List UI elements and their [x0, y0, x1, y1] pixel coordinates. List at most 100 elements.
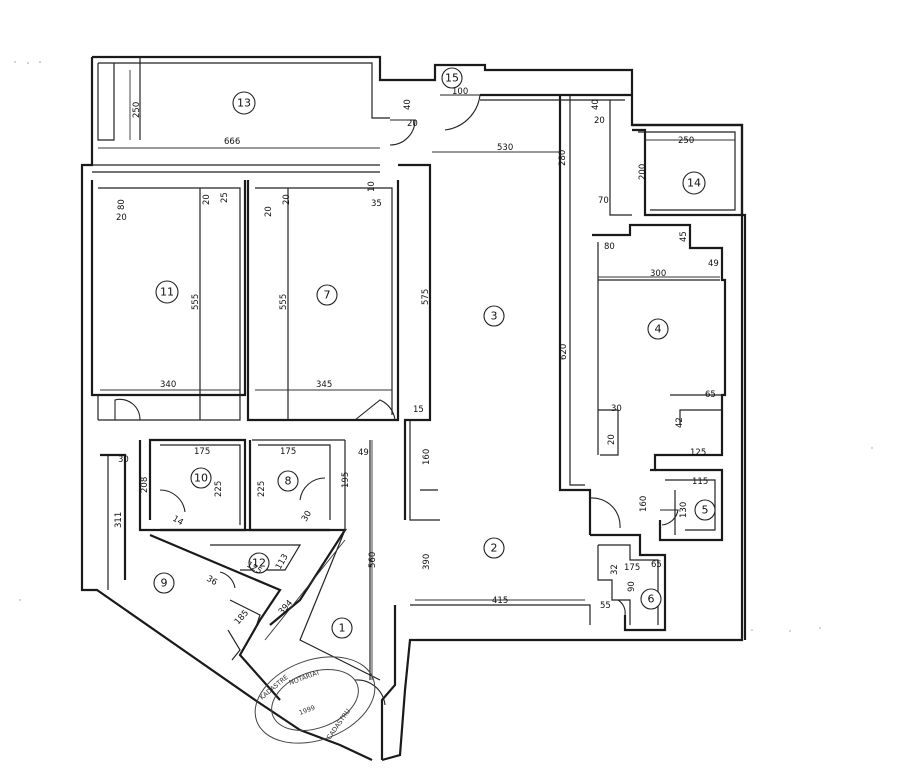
- stamp-text-2: NOTARIAT: [288, 668, 321, 687]
- dim-40-top: 40: [403, 99, 413, 110]
- dim-185: 185: [233, 608, 251, 627]
- dimension-labels: 250 666 100 40 20 530 40 20 280 70 250 2…: [114, 87, 719, 627]
- door-entry: [354, 679, 386, 706]
- svg-text:2: 2: [491, 542, 498, 555]
- dim-45: 45: [679, 231, 689, 242]
- door-6: [617, 599, 626, 616]
- dim-345: 345: [316, 380, 332, 390]
- room-11-label: 11: [155, 280, 179, 304]
- dim-32: 32: [610, 564, 620, 575]
- doors: [114, 94, 679, 706]
- dim-415: 415: [492, 596, 508, 606]
- dim-20-room7-b: 20: [282, 194, 292, 205]
- dim-311: 311: [114, 512, 124, 528]
- dim-20-room7-a: 20: [264, 206, 274, 217]
- dim-113: 113: [274, 552, 291, 571]
- room-14-label: 14: [682, 171, 706, 195]
- interior-walls: [90, 93, 727, 760]
- dim-225-room10: 225: [214, 481, 224, 497]
- dim-560: 560: [368, 552, 378, 568]
- room-1-label: 1: [331, 617, 353, 639]
- dim-30-diag: 30: [300, 509, 314, 523]
- stamp-text-4: 1999: [298, 704, 316, 717]
- svg-text:9: 9: [161, 577, 168, 590]
- dim-100: 100: [452, 87, 468, 97]
- room-12-label: 12: [248, 552, 270, 574]
- dim-14: 14: [171, 514, 185, 528]
- svg-text:13: 13: [237, 97, 251, 110]
- room-4-label: 4: [647, 318, 669, 340]
- room-2-label: 2: [483, 537, 505, 559]
- svg-text:1: 1: [339, 622, 346, 635]
- dim-250-vertical: 250: [132, 102, 142, 118]
- dim-49-corridor: 49: [358, 448, 369, 458]
- room-labels: 13 15 14 11 7 3 4 10 8 5 2 12 9 6 1: [153, 67, 716, 639]
- door-13: [389, 119, 416, 146]
- door-8: [299, 477, 326, 501]
- door-10: [159, 489, 186, 513]
- dim-20-right: 20: [594, 116, 605, 126]
- dim-30-left: 30: [118, 455, 129, 465]
- door-15: [440, 94, 481, 131]
- svg-text:12: 12: [252, 557, 266, 570]
- room-8-label: 8: [277, 470, 299, 492]
- dim-40-right: 40: [591, 99, 601, 110]
- dim-30-room4: 30: [611, 404, 622, 414]
- dim-115: 115: [692, 477, 708, 487]
- dim-160-corridor: 160: [422, 449, 432, 465]
- svg-text:5: 5: [702, 504, 709, 517]
- svg-text:10: 10: [194, 472, 208, 485]
- dim-125: 125: [690, 448, 706, 458]
- room-9-label: 9: [153, 572, 175, 594]
- dim-175-room6: 175: [624, 563, 640, 573]
- door-4: [589, 497, 621, 529]
- svg-text:3: 3: [491, 310, 498, 323]
- dim-42: 42: [675, 417, 685, 428]
- dim-530: 530: [497, 143, 513, 153]
- room-10-label: 10: [190, 467, 212, 489]
- door-5: [660, 509, 679, 526]
- dim-80-room11: 80: [117, 199, 127, 210]
- dim-20-room11: 20: [116, 213, 127, 223]
- dim-575: 575: [421, 289, 431, 305]
- door-11: [114, 398, 141, 421]
- svg-text:8: 8: [285, 475, 292, 488]
- dim-49-room4: 49: [708, 259, 719, 269]
- dim-130: 130: [679, 502, 689, 518]
- dim-208: 208: [140, 477, 150, 493]
- svg-text:11: 11: [160, 286, 174, 299]
- official-stamp: KADASTRE NOTARIAT CADASTRU 1999: [254, 656, 376, 744]
- dim-10: 10: [367, 181, 377, 192]
- svg-text:14: 14: [687, 177, 701, 190]
- svg-text:6: 6: [648, 593, 655, 606]
- room-3-label: 3: [483, 305, 505, 327]
- svg-text:15: 15: [445, 72, 459, 85]
- room-13-label: 13: [232, 91, 256, 115]
- dim-55: 55: [600, 601, 611, 611]
- dim-65-room6: 65: [651, 560, 662, 570]
- dim-25: 25: [220, 192, 230, 203]
- dim-200: 200: [638, 164, 648, 180]
- dim-15: 15: [413, 405, 424, 415]
- dim-394: 394: [277, 598, 295, 617]
- dim-225-room8: 225: [257, 481, 267, 497]
- dim-35: 35: [371, 199, 382, 209]
- door-12: [219, 571, 236, 589]
- dim-250-room14: 250: [678, 136, 694, 146]
- dim-175-room8: 175: [280, 447, 296, 457]
- room-5-label: 5: [694, 499, 716, 521]
- dim-90: 90: [627, 581, 637, 592]
- dim-175-room10: 175: [194, 447, 210, 457]
- dim-20-top: 20: [407, 119, 418, 129]
- room-6-label: 6: [640, 588, 662, 610]
- dim-555-room11: 555: [191, 294, 201, 310]
- door-7: [354, 399, 396, 421]
- dim-390: 390: [422, 554, 432, 570]
- dim-80-room4: 80: [604, 242, 615, 252]
- dim-160-room4: 160: [639, 496, 649, 512]
- dim-20-room11-b: 20: [202, 194, 212, 205]
- dim-65-room4: 65: [705, 390, 716, 400]
- svg-text:7: 7: [324, 289, 331, 302]
- dim-620: 620: [559, 344, 569, 360]
